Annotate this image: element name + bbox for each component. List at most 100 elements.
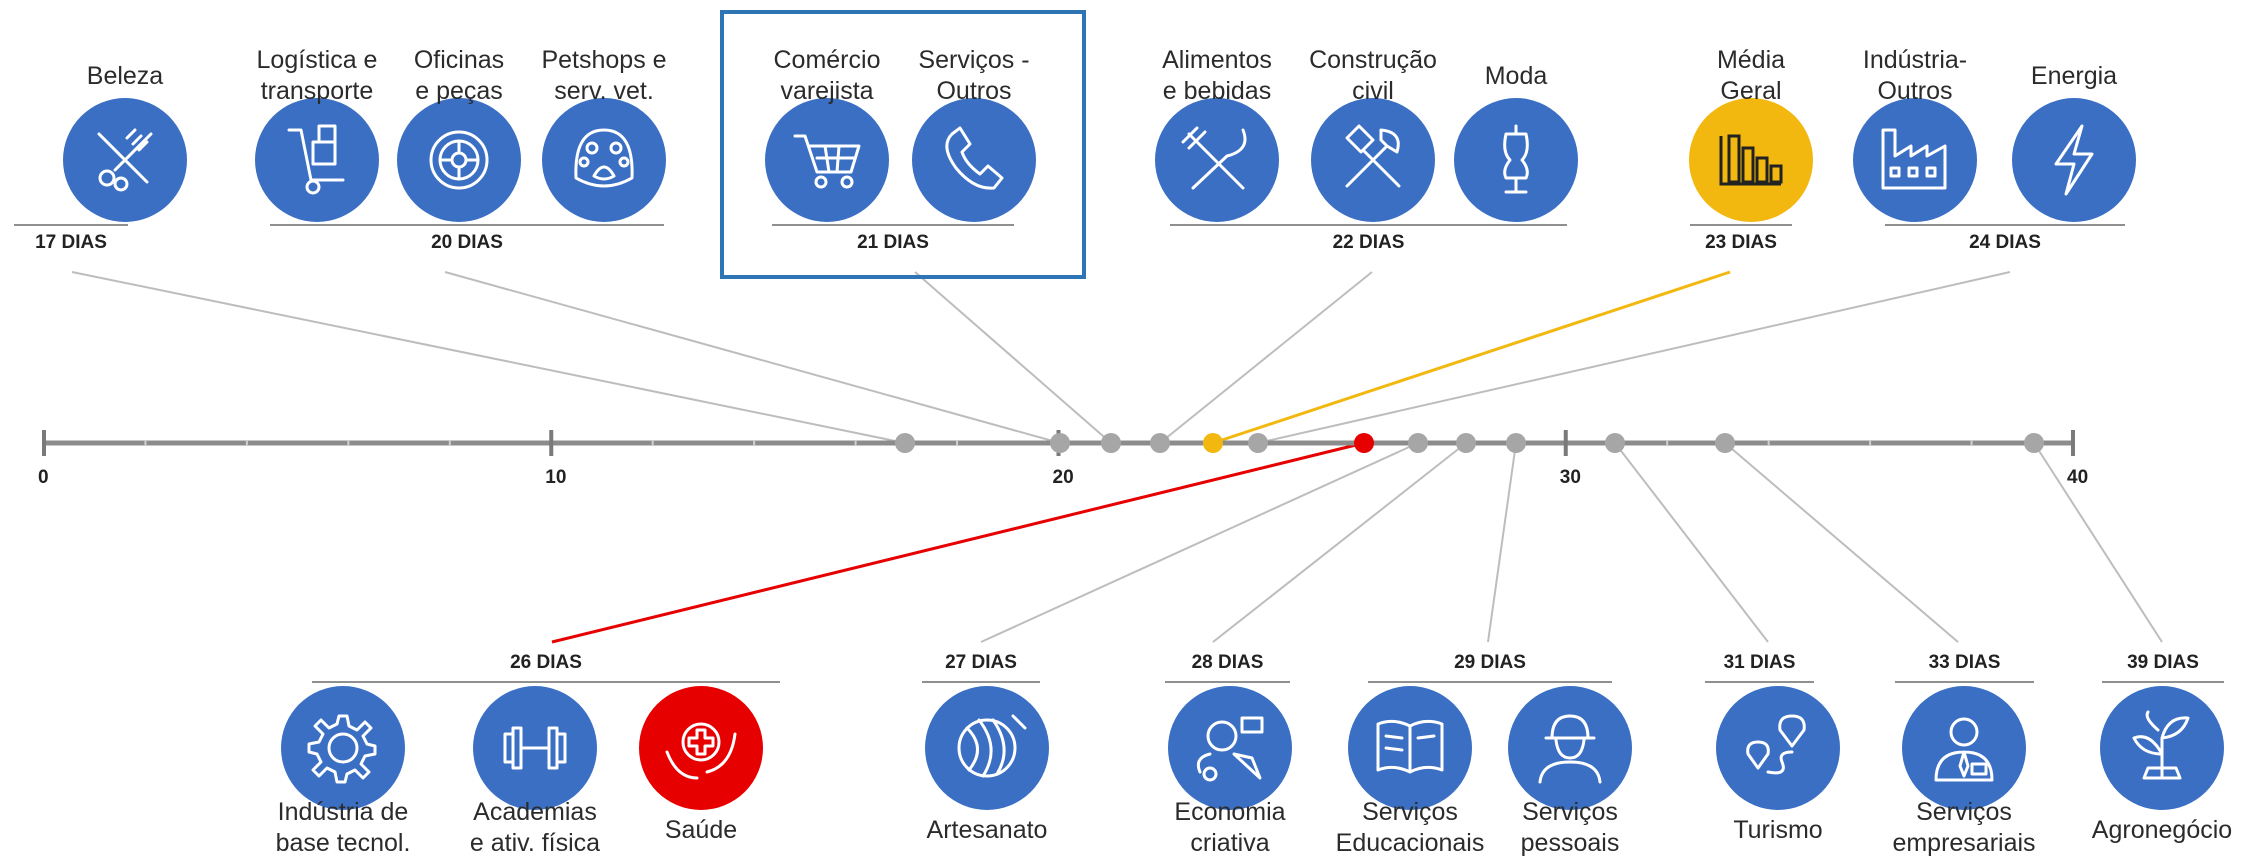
sector-label: Serviços bbox=[1916, 798, 2012, 826]
connector-line bbox=[1159, 271, 1373, 444]
sector-label: base tecnol. bbox=[276, 829, 411, 857]
data-point bbox=[1150, 433, 1170, 453]
sector-label: Outros bbox=[1877, 77, 1952, 105]
sector-icon-circle bbox=[1508, 686, 1632, 810]
sector-icon-circle bbox=[1716, 686, 1840, 810]
sector-label: e bebidas bbox=[1163, 77, 1271, 105]
sector-item: Agronegócio bbox=[2092, 686, 2232, 844]
highlight-box bbox=[720, 10, 1086, 279]
connector-line bbox=[1212, 442, 1467, 643]
data-point bbox=[895, 433, 915, 453]
connector-line bbox=[914, 271, 1112, 444]
days-label: 28 DIAS bbox=[1192, 652, 1264, 673]
sector-item: Indústria- Outros bbox=[1853, 46, 1977, 222]
sector-label: Saúde bbox=[665, 816, 737, 844]
sector-label: Agronegócio bbox=[2092, 816, 2232, 844]
connector-line bbox=[551, 441, 1365, 644]
worker-icon bbox=[1538, 714, 1602, 784]
days-label: 29 DIAS bbox=[1454, 652, 1526, 673]
sector-icon-circle bbox=[1902, 686, 2026, 810]
sector-label: Serviços bbox=[1522, 798, 1618, 826]
sector-label: Economia bbox=[1174, 798, 1285, 826]
sector-item: Serviços pessoais bbox=[1508, 686, 1632, 857]
sector-icon-circle bbox=[912, 98, 1036, 222]
sector-label: Academias bbox=[473, 798, 597, 826]
sector-label: varejista bbox=[780, 77, 873, 105]
sector-icon-circle bbox=[281, 686, 405, 810]
dumbbell-icon bbox=[503, 726, 567, 770]
connector-line bbox=[980, 442, 1419, 643]
book-icon bbox=[1376, 719, 1444, 774]
factory-icon bbox=[1881, 128, 1947, 190]
sector-label: criativa bbox=[1190, 829, 1269, 857]
sector-label: Serviços - bbox=[918, 46, 1029, 74]
axis-tick-label: 0 bbox=[38, 467, 49, 488]
data-point bbox=[1203, 433, 1223, 453]
sector-label: Oficinas bbox=[414, 46, 504, 74]
data-point bbox=[1248, 433, 1268, 453]
data-point bbox=[1715, 433, 1735, 453]
sector-label: Média bbox=[1717, 46, 1785, 74]
sector-label: Logística e bbox=[257, 46, 378, 74]
sector-label: Petshops e bbox=[541, 46, 666, 74]
yarn-icon bbox=[957, 714, 1027, 778]
sector-icon-circle bbox=[639, 686, 763, 810]
sector-label: Indústria- bbox=[1863, 46, 1967, 74]
axis-tick-label: 30 bbox=[1560, 467, 1581, 488]
data-point bbox=[1605, 433, 1625, 453]
sector-label: Moda bbox=[1485, 62, 1548, 90]
plant-icon bbox=[2132, 710, 2190, 780]
lightning-icon bbox=[2054, 124, 2094, 196]
connector-line bbox=[1724, 442, 1959, 643]
phone-icon bbox=[945, 126, 1004, 190]
business-person-icon bbox=[1934, 717, 1994, 782]
axis-tick-label: 20 bbox=[1053, 467, 1074, 488]
sector-item: Serviços -Outros bbox=[912, 46, 1036, 222]
data-point bbox=[1050, 433, 1070, 453]
sector-label: Artesanato bbox=[927, 816, 1048, 844]
creative-icon bbox=[1196, 716, 1264, 782]
sector-icon-circle bbox=[1689, 98, 1813, 222]
shopping-cart-icon bbox=[793, 134, 861, 189]
connector-line bbox=[1487, 442, 1517, 643]
data-point bbox=[1456, 433, 1476, 453]
mannequin-icon bbox=[1503, 124, 1529, 194]
days-label: 33 DIAS bbox=[1929, 652, 2001, 673]
sector-icon-circle bbox=[2012, 98, 2136, 222]
days-label: 31 DIAS bbox=[1724, 652, 1796, 673]
connector-line bbox=[444, 271, 1061, 444]
data-point bbox=[1408, 433, 1428, 453]
data-points bbox=[895, 433, 2044, 453]
sector-label: Serviços bbox=[1362, 798, 1458, 826]
sector-label: pessoais bbox=[1521, 829, 1620, 857]
days-label: 17 DIAS bbox=[35, 232, 107, 253]
sector-icon-circle bbox=[1853, 98, 1977, 222]
sector-icon-circle bbox=[542, 98, 666, 222]
days-label: 21 DIAS bbox=[857, 232, 929, 253]
connector-line bbox=[1614, 442, 1769, 643]
axis-tick-label: 10 bbox=[545, 467, 566, 488]
sector-label: e ativ. física bbox=[470, 829, 600, 857]
hand-truck-icon bbox=[287, 124, 345, 195]
axis-tick-label: 40 bbox=[2067, 467, 2088, 488]
sector-item: Energia bbox=[2012, 62, 2136, 222]
bar-chart-icon bbox=[1719, 134, 1783, 186]
data-point bbox=[1101, 433, 1121, 453]
sector-icon-circle bbox=[925, 686, 1049, 810]
